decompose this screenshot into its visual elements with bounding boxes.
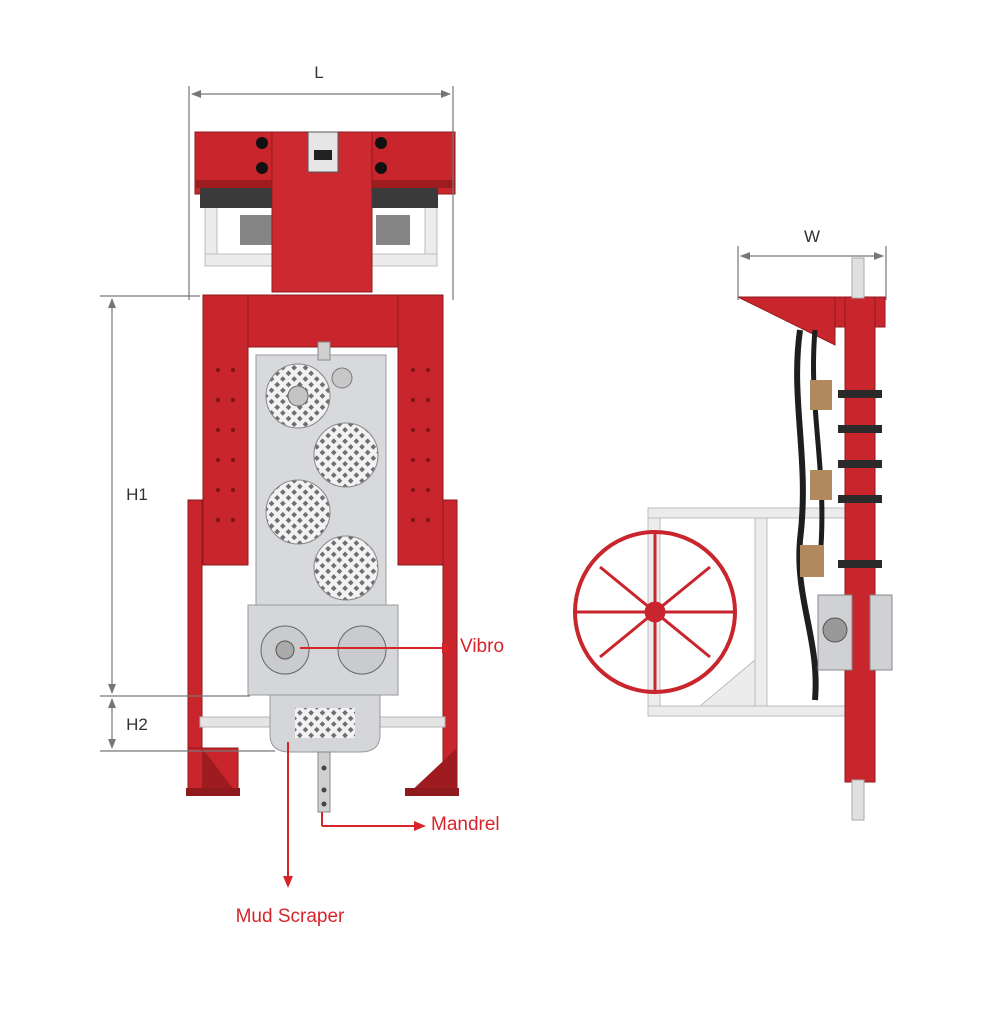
red-portal-frame — [202, 294, 444, 566]
vibro-body — [247, 341, 399, 813]
side-hydraulics — [794, 329, 893, 701]
callout-vibro-label: Vibro — [460, 636, 504, 657]
dimension-h2-label: H2 — [126, 715, 148, 734]
side-red-column — [737, 257, 886, 821]
callout-lines — [283, 643, 454, 888]
dimension-w-label: W — [804, 227, 820, 246]
dimension-lines — [100, 86, 887, 752]
dimension-l-label: L — [314, 63, 323, 82]
side-view — [573, 257, 893, 821]
callout-mud-scraper-label: Mud Scraper — [236, 906, 345, 927]
front-view — [186, 131, 459, 813]
callout-mandrel-label: Mandrel — [431, 814, 500, 835]
top-head — [194, 131, 456, 293]
hose-reel — [573, 530, 737, 694]
dimension-h1-label: H1 — [126, 485, 148, 504]
